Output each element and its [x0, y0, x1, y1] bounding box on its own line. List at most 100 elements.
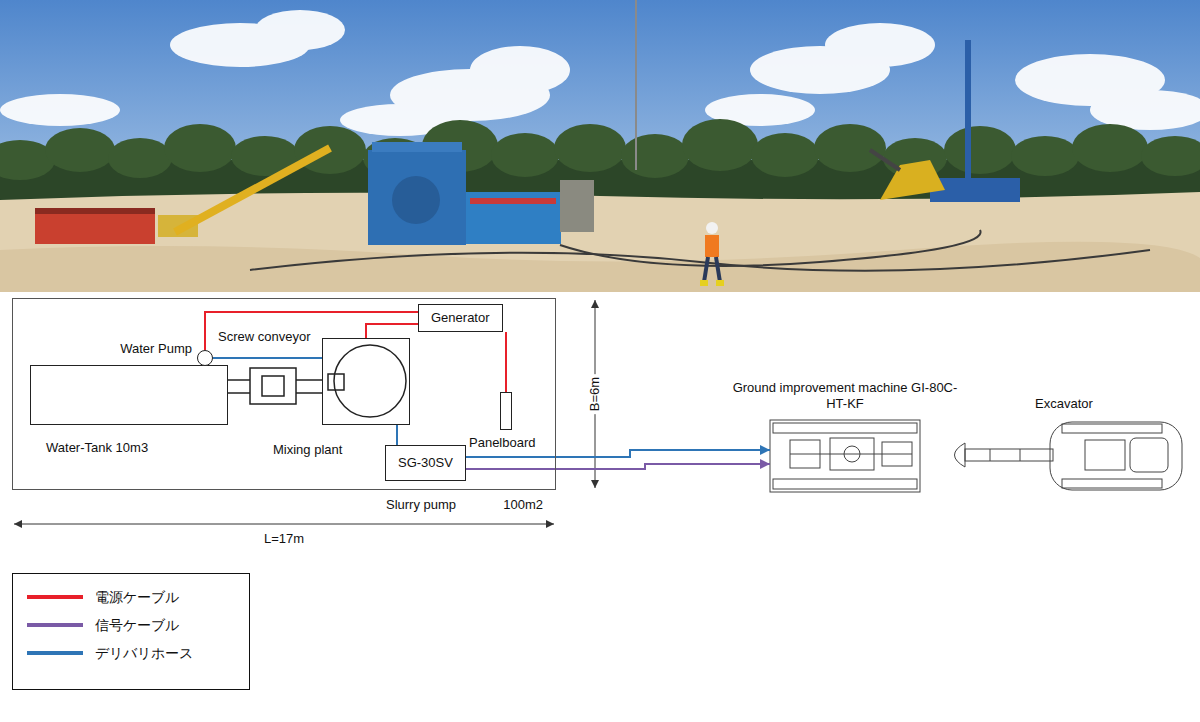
site-photo-part: [0, 242, 1200, 292]
node-label: Mixing plant: [273, 442, 342, 458]
site-photo-part-part: [825, 23, 935, 67]
excavator-drawing-part: [1085, 440, 1125, 470]
site-photo-part-part: [944, 126, 1016, 174]
site-photo-part: [560, 230, 981, 266]
legend-row: 信号ケーブル: [13, 614, 249, 636]
machine-drawing-part: [844, 446, 860, 462]
site-photo-part: [470, 198, 556, 204]
plant-area-box: 100m2GeneratorWater-Tank 10m3Water PumpM…: [12, 298, 556, 490]
site-photo: [0, 0, 1200, 292]
cable-connector: [213, 357, 322, 359]
slurry-pump-box: SG-30SVSlurry pump: [385, 445, 466, 481]
site-photo-part-part: [491, 133, 559, 177]
site-photo-part: [965, 40, 971, 190]
site-photo-part-part: [108, 138, 172, 178]
dimension-label: L=17m: [261, 531, 307, 547]
site-photo-part-part: [682, 119, 758, 171]
water-pump-circle: Water Pump: [197, 350, 213, 366]
legend-text: デリバリホース: [95, 644, 193, 662]
machine-drawing: [770, 420, 920, 492]
node-label: 100m2: [503, 497, 543, 513]
dimension-lines: [14, 300, 595, 524]
site-photo-part: [700, 280, 708, 286]
excavator-drawing: [955, 422, 1183, 490]
panelboard: Panelboard: [500, 392, 512, 430]
mixer-drawing-part: [228, 392, 250, 394]
node-text: Generator: [431, 310, 490, 326]
legend-row: 電源ケーブル: [13, 586, 249, 608]
machine-drawing-part: [773, 423, 917, 433]
cable-connector: [466, 464, 770, 469]
excavator-drawing-part: [1062, 424, 1162, 433]
site-photo-part-part: [1141, 136, 1200, 176]
node-label: Water Pump: [120, 341, 192, 357]
machine-drawing-part: [790, 454, 912, 455]
mixing-plant: Mixing plant: [322, 338, 410, 425]
site-photo-part-part: [1011, 136, 1079, 176]
node-text: SG-30SV: [398, 455, 453, 471]
site-photo-part-part: [1090, 90, 1200, 130]
mixer-drawing-part: [250, 368, 296, 404]
site-photo-part: [175, 148, 330, 232]
legend-swatch: [27, 651, 83, 655]
cable-connector: [205, 312, 418, 350]
node-label: Water-Tank 10m3: [46, 440, 148, 456]
site-photo-part: [635, 0, 637, 170]
part-label: Screw conveyor: [215, 329, 313, 345]
site-photo-part: [35, 208, 155, 214]
mixer-drawing: [228, 345, 406, 417]
site-photo-part: [0, 119, 1200, 180]
site-photo-part-part: [45, 128, 115, 172]
site-photo-part: [250, 250, 1150, 271]
cable-connector: [396, 425, 398, 445]
mixer-drawing-part: [328, 374, 344, 390]
excavator-drawing-part: [955, 443, 966, 467]
site-photo-part-part: [1072, 124, 1148, 172]
excavator-drawing-part: [1130, 438, 1168, 472]
site-photo-part: [706, 222, 718, 234]
legend-text: 電源ケーブル: [95, 588, 179, 606]
site-photo-part: [0, 192, 1200, 292]
site-photo-part: [880, 160, 945, 200]
generator-box: Generator: [418, 304, 503, 332]
excavator: Excavator: [940, 420, 1185, 492]
node-label: Ground improvement machine GI-80C-HT-KF: [725, 380, 965, 412]
excavator-drawing-part: [1020, 449, 1021, 461]
site-photo-part: [716, 280, 724, 286]
legend-row: デリバリホース: [13, 642, 249, 664]
node-label: Slurry pump: [386, 497, 456, 513]
legend-text: 信号ケーブル: [95, 616, 179, 634]
node-label: Excavator: [1035, 396, 1093, 412]
site-photo-part: [0, 0, 1200, 292]
site-photo-part: [372, 142, 462, 152]
site-photo-part: [870, 150, 900, 170]
cable-connector: [505, 332, 507, 392]
site-photo-part-part: [255, 10, 345, 50]
mixer-drawing-part: [296, 379, 322, 381]
site-photo-part: [35, 212, 155, 244]
cable-connector: [466, 450, 770, 457]
excavator-drawing-part: [1050, 422, 1182, 490]
ground-improvement-machine: Ground improvement machine GI-80C-HT-KF: [770, 420, 920, 492]
dimension-lines-part: [14, 524, 554, 525]
site-photo-part: [0, 10, 1200, 136]
excavator-drawing-part: [990, 449, 991, 461]
site-photo-part: [716, 257, 720, 282]
water-tank: Water-Tank 10m3: [30, 365, 228, 425]
site-photo-part: [705, 235, 719, 257]
mixer-drawing-part: [334, 345, 406, 417]
site-photo-part-part: [621, 134, 689, 178]
dimension-label: B=6m: [587, 374, 603, 414]
site-photo-part: [704, 257, 708, 282]
legend-swatch: [27, 623, 83, 627]
site-photo-part: [466, 192, 561, 244]
legend-swatch: [27, 595, 83, 599]
site-photo-part-part: [470, 46, 570, 94]
cable-connector: [366, 324, 418, 338]
mixer-drawing-part: [296, 392, 322, 394]
site-photo-part-part: [554, 124, 626, 172]
machine-drawing-part: [770, 420, 920, 492]
node-label: Panelboard: [469, 435, 536, 451]
mixer-drawing-part: [228, 379, 250, 381]
